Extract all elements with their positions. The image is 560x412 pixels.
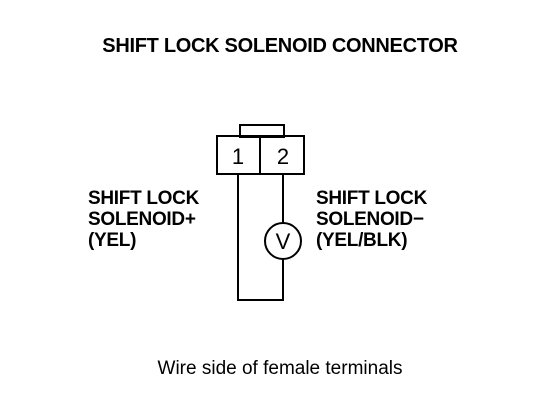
pin-1-label: 1 xyxy=(232,144,244,169)
right-wire-label: SHIFT LOCK SOLENOID− (YEL/BLK) xyxy=(316,188,427,251)
pin-2-label: 2 xyxy=(277,144,289,169)
left-label-line-3: (YEL) xyxy=(88,230,137,251)
left-wire-label: SHIFT LOCK SOLENOID+ (YEL) xyxy=(88,188,199,251)
right-label-line-2: SOLENOID− xyxy=(316,209,424,230)
left-label-line-1: SHIFT LOCK xyxy=(88,188,199,209)
voltmeter-symbol xyxy=(264,222,302,260)
right-label-line-3: (YEL/BLK) xyxy=(316,230,408,251)
left-label-line-2: SOLENOID+ xyxy=(88,209,196,230)
voltmeter-v-label: V xyxy=(276,229,291,254)
right-label-line-1: SHIFT LOCK xyxy=(316,188,427,209)
diagram-caption: Wire side of female terminals xyxy=(157,358,403,379)
diagram-title: SHIFT LOCK SOLENOID CONNECTOR xyxy=(102,35,458,57)
